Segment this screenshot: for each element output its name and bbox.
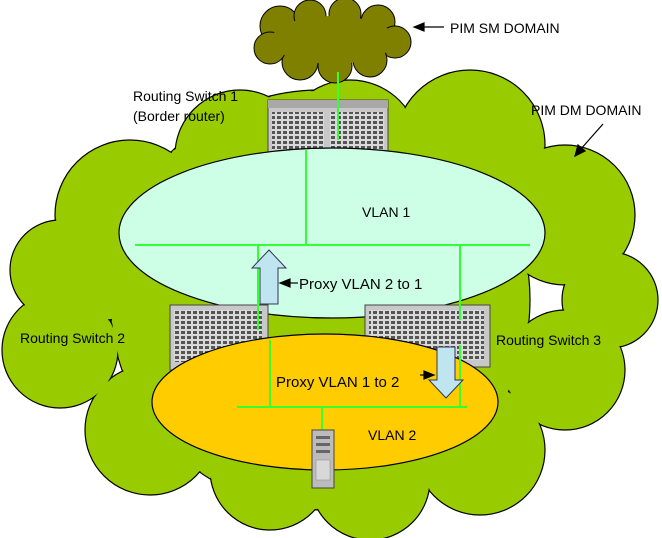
- pim-sm-domain-label: PIM SM DOMAIN: [450, 20, 560, 36]
- proxy-down-arrow: [427, 346, 465, 399]
- pim-dm-domain-label: PIM DM DOMAIN: [531, 102, 641, 118]
- vlan-1-label: VLAN 1: [362, 204, 410, 220]
- routing-switch-1-label: Routing Switch 1: [133, 88, 238, 104]
- proxy-up-arrow: [250, 249, 288, 305]
- pim-sm-domain-cloud: [253, 0, 412, 84]
- routing-switch-1: [267, 99, 389, 156]
- network-links: [135, 72, 530, 435]
- label-pointers: [278, 22, 604, 380]
- vlan-2-label: VLAN 2: [368, 427, 416, 443]
- routing-switch-1-sublabel: (Border router): [133, 108, 225, 124]
- routing-switch-2-label: Routing Switch 2: [20, 330, 125, 346]
- vlan-1-segment: [118, 147, 546, 319]
- server: [311, 429, 335, 489]
- proxy-1-to-2-label: Proxy VLAN 1 to 2: [276, 374, 399, 391]
- routing-switch-3-label: Routing Switch 3: [496, 332, 601, 348]
- proxy-2-to-1-label: Proxy VLAN 2 to 1: [299, 276, 422, 293]
